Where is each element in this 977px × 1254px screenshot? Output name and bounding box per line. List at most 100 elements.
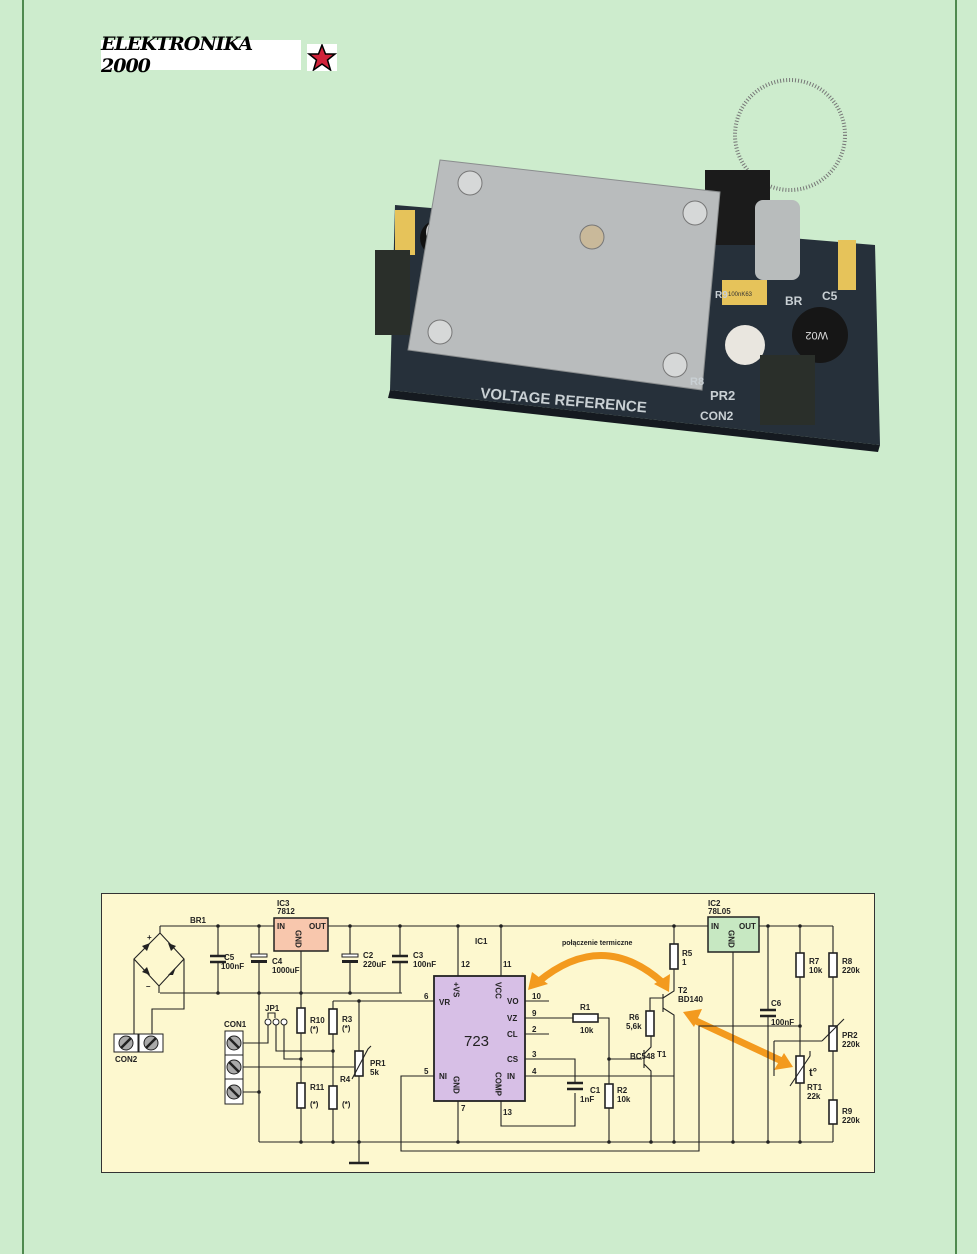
minus-sign-icon: – bbox=[146, 982, 151, 991]
terminal-block-con2 bbox=[760, 355, 815, 425]
electrolytic-capacitor bbox=[755, 200, 800, 280]
label-r5-0: R5 bbox=[682, 949, 693, 958]
label-ic1-name: IC1 bbox=[475, 937, 488, 946]
label-pins-vcc: VCC bbox=[494, 982, 503, 999]
label-c4-0: C4 bbox=[272, 957, 283, 966]
label-r6-0: R6 bbox=[629, 1013, 640, 1022]
label-pr1-0: PR1 bbox=[370, 1059, 386, 1068]
label-r1-0: R1 bbox=[580, 1003, 591, 1012]
label-r9-0: R9 bbox=[842, 1107, 853, 1116]
label-r2-0: R2 bbox=[617, 1086, 628, 1095]
silk-con2: CON2 bbox=[700, 409, 734, 423]
label-jp1: JP1 bbox=[265, 1004, 280, 1013]
trimmer-pr2 bbox=[725, 325, 765, 365]
label-ic3-gnd: GND bbox=[294, 930, 303, 948]
terminal-block-con1 bbox=[375, 250, 410, 335]
label-pins-vs: +VS bbox=[452, 982, 461, 998]
label-t1-1: BC548 bbox=[630, 1052, 655, 1061]
label-pin_numbers-vz: 9 bbox=[532, 1009, 537, 1018]
label-r9-1: 220k bbox=[842, 1116, 860, 1125]
silk-br: BR bbox=[785, 294, 803, 308]
ic1-723 bbox=[433, 975, 526, 1102]
label-pin_numbers-cs: 3 bbox=[532, 1050, 537, 1059]
label-c6-1: 100nF bbox=[771, 1018, 794, 1027]
label-ic2-name: IC2 bbox=[708, 899, 721, 908]
label-pr2-1: 220k bbox=[842, 1040, 860, 1049]
label-ic3-in: IN bbox=[277, 922, 285, 931]
label-r11-0: R11 bbox=[310, 1083, 325, 1092]
label-pins-cl: CL bbox=[507, 1030, 518, 1039]
silk-c5: C5 bbox=[822, 289, 838, 303]
label-r3-0: R3 bbox=[342, 1015, 353, 1024]
label-c3-1: 100nF bbox=[413, 960, 436, 969]
label-t2-1: BD140 bbox=[678, 995, 703, 1004]
logo-text: ELEKTRONIKA 2000 bbox=[101, 33, 253, 77]
label-c5-1: 100nF bbox=[221, 962, 244, 971]
ic2-regulator bbox=[707, 916, 760, 953]
pcb-photo: W02 VOLTAGE REFERENCE PR2 CON2 R8 BR C5 … bbox=[350, 60, 900, 460]
label-r4-0: R4 bbox=[340, 1075, 351, 1084]
label-pr2-0: PR2 bbox=[842, 1031, 858, 1040]
label-pin_numbers-vr: 6 bbox=[424, 992, 429, 1001]
label-pins-ni: NI bbox=[439, 1072, 447, 1081]
label-t1-0: T1 bbox=[657, 1050, 667, 1059]
label-ic2-in: IN bbox=[711, 922, 719, 931]
label-c2-0: C2 bbox=[363, 951, 374, 960]
label-pins-comp: COMP bbox=[494, 1072, 503, 1097]
silk-pr2: PR2 bbox=[710, 388, 735, 403]
label-pins-gnd: GND bbox=[452, 1076, 461, 1094]
label-c5-0: C5 bbox=[224, 953, 235, 962]
film-capacitor bbox=[722, 280, 767, 305]
label-ic2-out: OUT bbox=[739, 922, 756, 931]
label-r2-1: 10k bbox=[617, 1095, 631, 1104]
label-r4-1: (*) bbox=[342, 1100, 351, 1109]
page-border-left bbox=[22, 0, 24, 1254]
label-pr1-1: 5k bbox=[370, 1068, 379, 1077]
label-pin_numbers-comp: 13 bbox=[503, 1108, 512, 1117]
label-ic2-type: 78L05 bbox=[708, 907, 731, 916]
label-ic2-gnd: GND bbox=[727, 930, 736, 948]
label-ic3-name: IC3 bbox=[277, 899, 290, 908]
label-r11-1: (*) bbox=[310, 1100, 319, 1109]
label-c6-0: C6 bbox=[771, 999, 782, 1008]
star-icon bbox=[306, 42, 338, 72]
label-pin_numbers-cl: 2 bbox=[532, 1025, 537, 1034]
label-t2-0: T2 bbox=[678, 986, 688, 995]
label-c1-1: 1nF bbox=[580, 1095, 594, 1104]
bridge-marking: W02 bbox=[805, 329, 828, 341]
label-r10-0: R10 bbox=[310, 1016, 325, 1025]
label-rt1-1: 22k bbox=[807, 1092, 821, 1101]
label-r7-0: R7 bbox=[809, 957, 820, 966]
label-pin_numbers-in: 4 bbox=[532, 1067, 537, 1076]
label-pins-vz: VZ bbox=[507, 1014, 517, 1023]
label-schematic-rt_symbol: t° bbox=[809, 1067, 817, 1079]
page-border-right bbox=[955, 0, 957, 1254]
label-ic1-type: 723 bbox=[464, 1033, 489, 1050]
plus-sign-icon: + bbox=[147, 933, 152, 942]
label-pin_numbers-vo: 10 bbox=[532, 992, 541, 1001]
label-ic3-out: OUT bbox=[309, 922, 326, 931]
label-r5-1: 1 bbox=[682, 958, 687, 967]
label-c4-1: 1000uF bbox=[272, 966, 300, 975]
label-r7-1: 10k bbox=[809, 966, 823, 975]
label-c3-0: C3 bbox=[413, 951, 424, 960]
label-rt1-0: RT1 bbox=[807, 1083, 823, 1092]
label-r6-1: 5,6k bbox=[626, 1022, 642, 1031]
label-ic3-type: 7812 bbox=[277, 907, 295, 916]
bridge-rectifier bbox=[792, 307, 848, 363]
thermal-coupling-arrows bbox=[528, 952, 793, 1070]
label-con2: CON2 bbox=[115, 1055, 138, 1064]
label-r8-1: 220k bbox=[842, 966, 860, 975]
label-pin_numbers-ni: 5 bbox=[424, 1067, 429, 1076]
aluminum-heatsink bbox=[407, 159, 721, 391]
magazine-logo: ELEKTRONIKA 2000 bbox=[101, 33, 301, 77]
connector-con1 bbox=[224, 1030, 244, 1105]
watermark-logo bbox=[733, 78, 847, 192]
label-br1: BR1 bbox=[190, 916, 207, 925]
connector-con2 bbox=[113, 1033, 164, 1053]
label-pins-cs: CS bbox=[507, 1055, 519, 1064]
cap-marking: 100nK63 bbox=[728, 292, 753, 298]
label-c1-0: C1 bbox=[590, 1086, 601, 1095]
label-pins-in: IN bbox=[507, 1072, 515, 1081]
